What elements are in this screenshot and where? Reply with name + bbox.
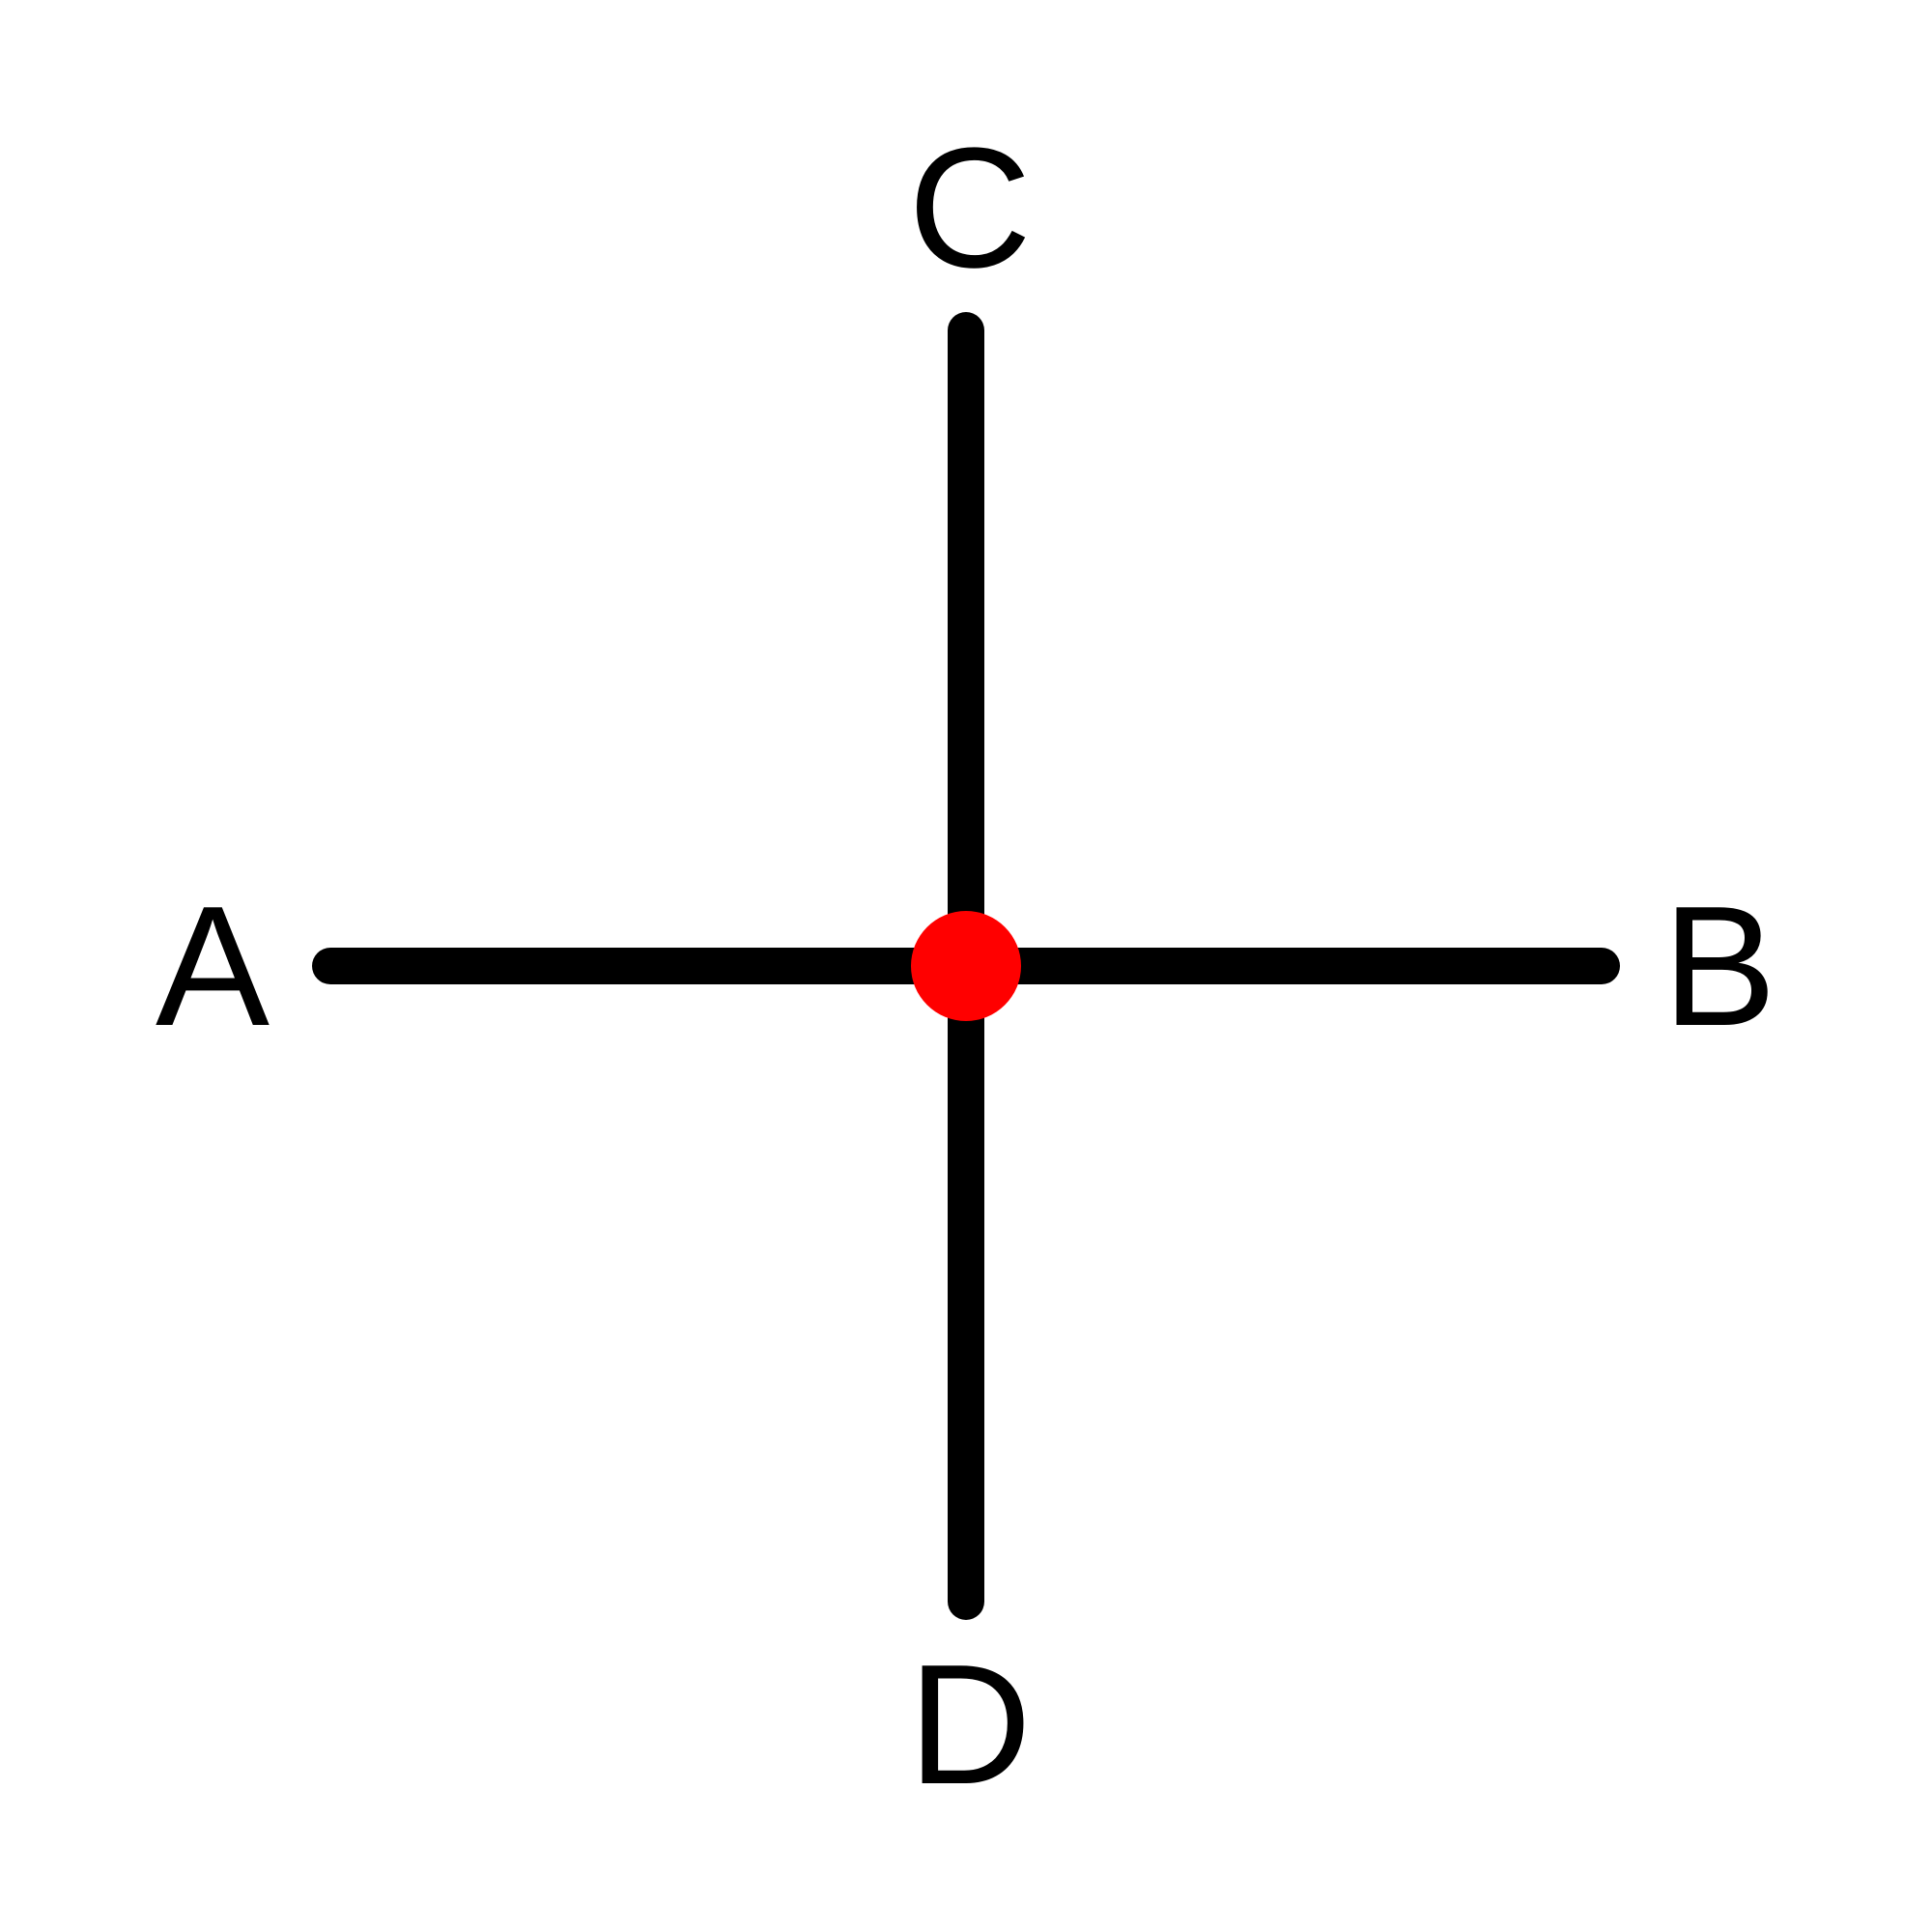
label-d: D: [908, 1629, 1032, 1820]
label-a: A: [156, 870, 270, 1062]
label-c: C: [908, 112, 1032, 303]
intersection-point: [911, 911, 1021, 1021]
label-b: B: [1662, 870, 1776, 1062]
